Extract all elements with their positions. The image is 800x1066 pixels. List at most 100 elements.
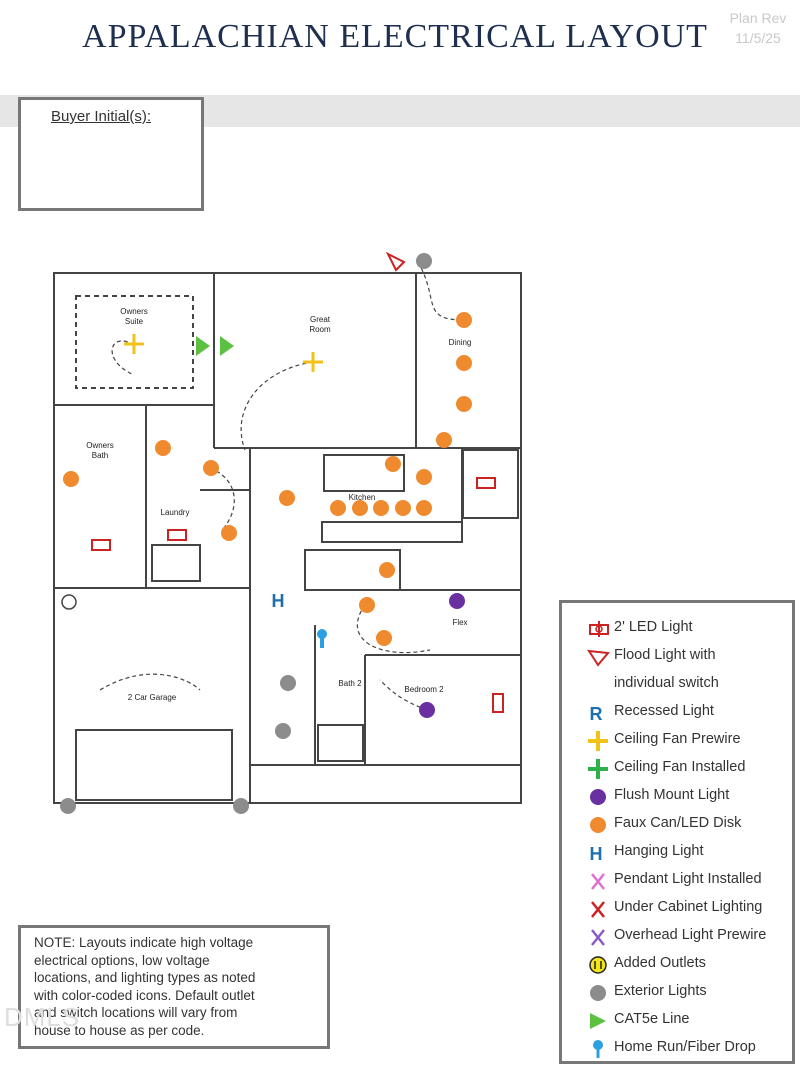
- wiring-lines: [99, 261, 465, 711]
- legend-label: Flood Light with: [614, 647, 716, 663]
- exterior-lights: [60, 253, 432, 814]
- legend-item: H Hanging Light: [562, 839, 790, 865]
- ceiling-fan-installed-icon: [586, 759, 614, 779]
- label-dining: Dining: [449, 338, 472, 347]
- note-box: NOTE: Layouts indicate high voltage elec…: [18, 925, 330, 1049]
- legend-label: Ceiling Fan Installed: [614, 759, 746, 775]
- legend-label: individual switch: [614, 675, 719, 691]
- legend-spacer: [586, 675, 614, 695]
- label-laundry: Laundry: [161, 508, 190, 517]
- room-labels: Owners Suite Great Room Dining Owners Ba…: [86, 307, 471, 702]
- stoop-rect: [462, 449, 519, 519]
- garage-door-light: [61, 594, 77, 610]
- plan-rev-label: Plan Rev: [729, 10, 787, 26]
- exterior-light-icon: [586, 983, 614, 1003]
- label-flex: Flex: [452, 618, 467, 627]
- laundry-machines: [151, 544, 201, 582]
- bathtub: [317, 724, 364, 762]
- legend-label: Added Outlets: [614, 955, 706, 971]
- legend-label: Faux Can/LED Disk: [614, 815, 742, 831]
- label-bedroom2: Bedroom 2: [404, 685, 444, 694]
- mls-watermark: DMLS: [4, 1002, 81, 1032]
- note-line-3: locations, and lighting types as noted: [34, 970, 256, 985]
- plan-revision: Plan Rev 11/5/25: [718, 8, 798, 48]
- legend-item: individual switch: [562, 671, 790, 697]
- pendant-light-icon: [586, 871, 614, 891]
- legend-item: Exterior Lights: [562, 979, 790, 1005]
- walls: [53, 272, 522, 804]
- home-run-icon: [586, 1039, 614, 1059]
- faux-can-icon: [586, 815, 614, 835]
- plan-rev-date: 11/5/25: [735, 30, 781, 46]
- legend-item: Ceiling Fan Installed: [562, 755, 790, 781]
- legend-item: Flush Mount Light: [562, 783, 790, 809]
- legend-label: Under Cabinet Lighting: [614, 899, 763, 915]
- flood-light-icon: [586, 647, 614, 667]
- label-owners-bath-1: Owners: [86, 441, 114, 450]
- under-cabinet-icon: [586, 899, 614, 919]
- buyer-initials-box[interactable]: Buyer Initial(s):: [18, 97, 204, 211]
- overhead-prewire-icon: [586, 927, 614, 947]
- label-great-room-2: Room: [309, 325, 331, 334]
- legend-item: Flood Light with: [562, 643, 790, 669]
- label-kitchen: Kitchen: [349, 493, 376, 502]
- note-line-4: with color-coded icons. Default outlet: [34, 987, 255, 1003]
- legend-label: Overhead Light Prewire: [614, 927, 767, 943]
- legend-item: Overhead Light Prewire: [562, 923, 790, 949]
- page-title: APPALACHIAN ELECTRICAL LAYOUT: [82, 18, 708, 55]
- legend-label: Recessed Light: [614, 703, 714, 719]
- led-light-icon: [586, 619, 614, 639]
- owners-tray-ceiling: [75, 295, 194, 389]
- ceiling-fan-prewire-icon: [586, 731, 614, 751]
- label-great-room-1: Great: [310, 315, 331, 324]
- svg-text:R: R: [590, 704, 603, 723]
- garage-door: [75, 729, 233, 801]
- home-run-drop: [317, 629, 327, 648]
- legend-item: Home Run/Fiber Drop: [562, 1035, 790, 1061]
- legend-item: Ceiling Fan Prewire: [562, 727, 790, 753]
- legend-label: Pendant Light Installed: [614, 871, 762, 887]
- note-line-6: house to house as per code.: [34, 1022, 205, 1038]
- hanging-light-icon: H: [586, 843, 614, 864]
- buyer-initials-label: Buyer Initial(s):: [51, 108, 152, 125]
- legend-label: Flush Mount Light: [614, 787, 730, 803]
- label-garage: 2 Car Garage: [128, 693, 177, 702]
- label-bath2: Bath 2: [338, 679, 362, 688]
- legend-item: Pendant Light Installed: [562, 867, 790, 893]
- legend-item: R Recessed Light: [562, 699, 790, 725]
- legend-item: Under Cabinet Lighting: [562, 895, 790, 921]
- legend-label: Hanging Light: [614, 843, 704, 859]
- legend-item: Faux Can/LED Disk: [562, 811, 790, 837]
- hanging-light: H: [272, 591, 285, 611]
- note-line-1: NOTE: Layouts indicate high voltage: [34, 935, 254, 950]
- legend-item: CAT5e Line: [562, 1007, 790, 1033]
- legend-label: CAT5e Line: [614, 1011, 690, 1027]
- added-outlet-icon: [586, 955, 614, 975]
- exterior-wall: [53, 272, 522, 804]
- svg-text:H: H: [272, 591, 285, 611]
- svg-text:H: H: [590, 844, 603, 863]
- kitchen-island: [323, 454, 405, 492]
- label-owners-bath-2: Bath: [92, 451, 108, 460]
- legend-label: Exterior Lights: [614, 983, 707, 999]
- faux-can-lights: [63, 312, 472, 646]
- recessed-light-icon: R: [586, 703, 614, 724]
- ceiling-fan-prewire: [124, 334, 323, 372]
- legend-label: Ceiling Fan Prewire: [614, 731, 741, 747]
- led-lights: [91, 477, 504, 713]
- note-line-5: and switch locations will vary from: [34, 1005, 238, 1020]
- legend-item: Added Outlets: [562, 951, 790, 977]
- legend-label: Home Run/Fiber Drop: [614, 1039, 756, 1055]
- floor-plan: Owners Suite Great Room Dining Owners Ba…: [53, 251, 522, 814]
- cat5e-lines: [196, 336, 234, 356]
- flush-mount-lights: [419, 593, 465, 718]
- stairs: [304, 549, 401, 591]
- flush-mount-icon: [586, 787, 614, 807]
- label-owners-suite-1: Owners: [120, 307, 148, 316]
- cat5e-icon: [586, 1011, 614, 1031]
- legend-label: 2' LED Light: [614, 619, 693, 635]
- label-owners-suite-2: Suite: [125, 317, 144, 326]
- flood-light: [385, 251, 406, 272]
- legend-item: 2' LED Light: [562, 615, 790, 641]
